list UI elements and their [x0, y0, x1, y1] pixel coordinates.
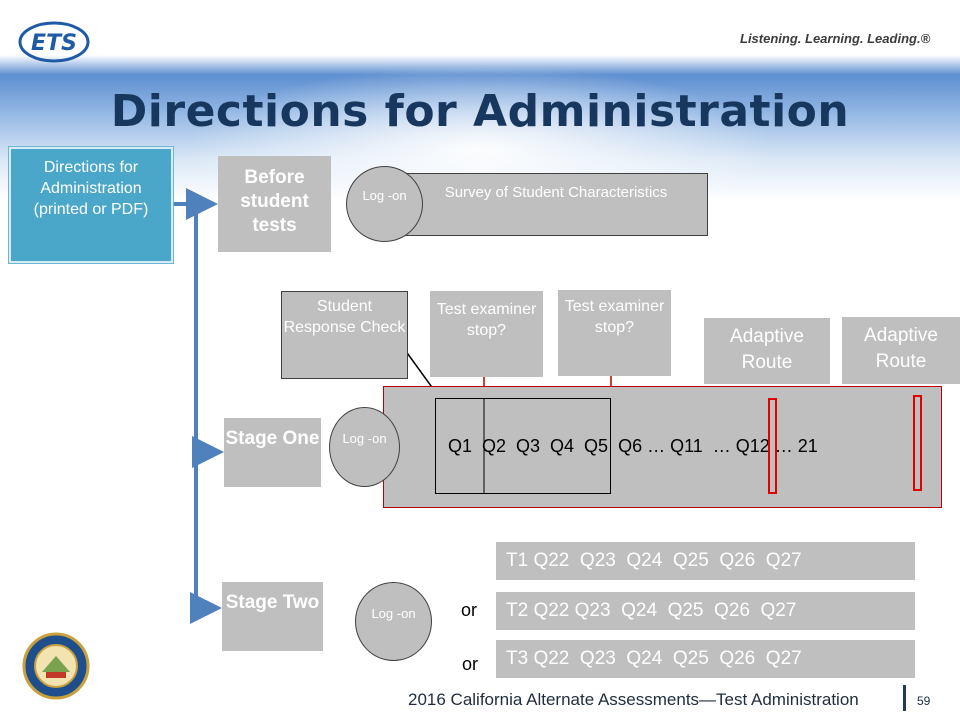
tagline: Listening. Learning. Leading.®: [740, 31, 931, 46]
track-bar-t1: T1 Q22 Q23 Q24 Q25 Q26 Q27: [496, 542, 915, 580]
or-label-1: or: [461, 600, 478, 620]
ets-logo-text: ETS: [31, 31, 77, 56]
page-title: Directions for Administration: [110, 86, 850, 137]
test-examiner-stop-1: Test examiner stop?: [430, 291, 543, 377]
adaptive-marker-2: [913, 395, 922, 491]
adaptive-route-1: Adaptive Route: [704, 318, 830, 384]
stage-two: Stage Two: [222, 582, 323, 651]
student-response-check: Student Response Check: [281, 291, 408, 379]
track-bar-t2: T2 Q22 Q23 Q24 Q25 Q26 Q27: [496, 592, 915, 630]
or-label-2: or: [462, 654, 479, 674]
logon-circle-before: Log -on: [346, 166, 423, 242]
stage-one: Stage One: [224, 418, 321, 487]
logon-circle-stage-two: Log -on: [355, 582, 432, 661]
directions-source-box: Directions for Administration (printed o…: [9, 147, 173, 263]
test-examiner-stop-2: Test examiner stop?: [558, 290, 671, 376]
ets-logo: ETS: [18, 21, 90, 63]
track-bar-t3: T3 Q22 Q23 Q24 Q25 Q26 Q27: [496, 640, 915, 678]
survey-student-characteristics: Survey of Student Characteristics: [404, 173, 708, 236]
adaptive-route-2: Adaptive Route: [842, 317, 960, 384]
footer-separator: [903, 685, 906, 711]
logon-circle-stage-one: Log -on: [329, 407, 400, 487]
stage-before-student-tests: Before student tests: [218, 156, 331, 252]
footer-text: 2016 California Alternate Assessments—Te…: [408, 690, 859, 709]
california-education-seal: [22, 632, 90, 700]
first-questions-box: [435, 398, 611, 494]
stage-one-questions: Q1 Q2 Q3 Q4 Q5 Q6 … Q11 … Q12 … 21: [448, 436, 818, 456]
stage-one-question-panel: [383, 386, 942, 508]
adaptive-marker-1: [768, 398, 777, 494]
page-number: 59: [917, 694, 931, 708]
